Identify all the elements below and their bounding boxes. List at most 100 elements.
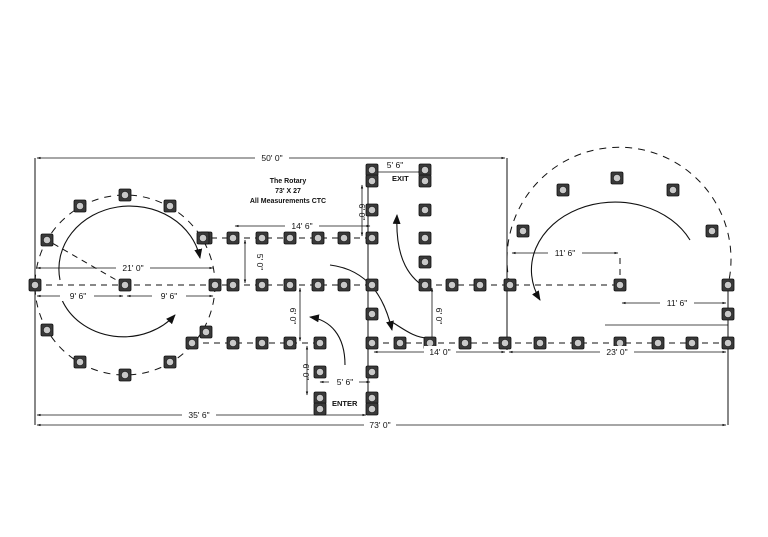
dim-left-radius-left: 9' 6": [70, 291, 86, 301]
left-circle-arrow-bottom: [61, 299, 176, 338]
cone-marker: [365, 336, 379, 350]
cone-marker: [255, 278, 269, 292]
cone-marker: [313, 391, 327, 405]
right-arc-path: [506, 146, 732, 286]
dim-enter-gate: 5' 6": [337, 377, 353, 387]
cone-marker: [498, 336, 512, 350]
cone-marker: [311, 278, 325, 292]
cone-marker: [365, 278, 379, 292]
dim-overall-width: 73' 0": [369, 420, 390, 430]
dim-left-circle-diameter: 21' 0": [122, 263, 143, 273]
cone-marker: [418, 278, 432, 292]
dim-top-width: 50' 0": [261, 153, 282, 163]
cone-marker: [40, 233, 54, 247]
cone-marker: [255, 231, 269, 245]
cone-marker: [255, 336, 269, 350]
vertical-dimension-labels: 6' 0" 5' 0" 6' 0" 6' 0" 6' 0": [255, 204, 444, 380]
cone-marker: [196, 231, 210, 245]
cone-marker: [226, 336, 240, 350]
cone-marker: [208, 278, 222, 292]
dim-left-radius-right: 9' 6": [161, 291, 177, 301]
cone-marker: [705, 224, 719, 238]
cone-marker: [365, 174, 379, 188]
dim-vert-6-upper: 6' 0": [357, 204, 367, 220]
cone-marker: [337, 278, 351, 292]
dim-vert-5: 5' 0": [255, 254, 265, 270]
dim-right-radius-upper: 11' 6": [555, 248, 576, 258]
cone-marker: [610, 171, 624, 185]
cone-marker: [556, 183, 570, 197]
dim-upper-row: 14' 6": [291, 221, 312, 231]
cone-marker: [283, 278, 297, 292]
cone-marker: [365, 203, 379, 217]
cone-marker: [313, 365, 327, 379]
cone-marker: [73, 199, 87, 213]
left-circle-arrow-top: [58, 205, 203, 281]
cone-marker: [365, 402, 379, 416]
right-arc-arrow: [530, 201, 691, 301]
enter-label: ENTER: [332, 399, 358, 408]
cone-marker: [365, 365, 379, 379]
cone-marker: [666, 183, 680, 197]
dim-left-to-center: 35' 6": [188, 410, 209, 420]
cone-marker: [163, 355, 177, 369]
cone-marker: [313, 402, 327, 416]
exit-label: EXIT: [392, 174, 409, 183]
cone-marker: [313, 336, 327, 350]
cone-marker: [226, 231, 240, 245]
cone-marker: [226, 278, 240, 292]
cone-marker: [337, 231, 351, 245]
diagram-title-line3: All Measurements CTC: [250, 198, 326, 205]
cone-marker: [393, 336, 407, 350]
dim-middle-row: 14' 0": [429, 347, 450, 357]
circle-paths: [34, 146, 732, 376]
cone-marker: [185, 336, 199, 350]
cone-marker: [418, 231, 432, 245]
cone-marker: [418, 174, 432, 188]
dim-right-row: 23' 0": [606, 347, 627, 357]
dim-vert-6-right: 6' 0": [434, 308, 444, 324]
cone-marker: [613, 278, 627, 292]
cone-marker: [28, 278, 42, 292]
cone-marker: [651, 336, 665, 350]
cone-marker: [118, 368, 132, 382]
cone-marker: [503, 278, 517, 292]
enter-arrow: [309, 314, 346, 366]
cone-marker: [458, 336, 472, 350]
cone-marker: [365, 391, 379, 405]
course-outline: [34, 158, 729, 425]
dim-vert-6-middle: 6' 0": [288, 308, 298, 324]
cone-marker: [311, 231, 325, 245]
cone-marker: [365, 307, 379, 321]
dimension-labels: 50' 0" 73' 0" 35' 6" 21' 0" 9' 6" 9' 6" …: [60, 152, 694, 431]
cone-marker: [365, 231, 379, 245]
cone-marker: [73, 355, 87, 369]
entry-curve-arrow: [391, 321, 429, 339]
dim-vert-6-enter: 6' 0": [301, 364, 311, 380]
cone-marker: [365, 163, 379, 177]
cone-marker: [721, 278, 735, 292]
cone-marker: [418, 203, 432, 217]
cone-marker: [40, 323, 54, 337]
diagram-title-line1: The Rotary: [270, 178, 307, 185]
cone-marker: [418, 255, 432, 269]
cone-marker: [685, 336, 699, 350]
cone-marker: [473, 278, 487, 292]
cone-marker: [571, 336, 585, 350]
cone-marker: [283, 231, 297, 245]
cone-marker: [118, 188, 132, 202]
dimension-lines: [36, 156, 728, 427]
cones: [28, 163, 735, 416]
cone-marker: [118, 278, 132, 292]
cone-marker: [445, 278, 459, 292]
cone-marker: [533, 336, 547, 350]
dim-right-radius-lower: 11' 6": [667, 298, 688, 308]
cone-marker: [163, 199, 177, 213]
diagram-title-line2: 73' X 27: [275, 188, 301, 195]
cone-marker: [418, 163, 432, 177]
cone-marker: [721, 307, 735, 321]
cone-marker: [283, 336, 297, 350]
cone-marker: [516, 224, 530, 238]
center-flow-arrow: [329, 264, 394, 331]
